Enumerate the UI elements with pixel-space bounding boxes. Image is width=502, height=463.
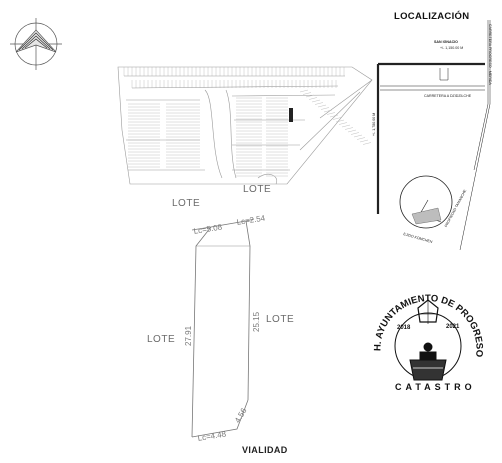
localizacion-title: LOCALIZACIÓN	[394, 11, 470, 22]
lot-line	[299, 89, 309, 93]
lot-line	[332, 117, 342, 120]
north-arrow-icon	[10, 18, 62, 70]
lot-line	[314, 102, 324, 105]
distance-side-label: +/- 1,780.00 M	[372, 112, 376, 136]
lot-line	[335, 119, 345, 123]
lot-line	[302, 92, 312, 95]
lot-line	[356, 137, 366, 140]
lot-line	[362, 142, 372, 145]
lot-line	[347, 129, 357, 133]
lot-line	[338, 122, 348, 125]
lot-line	[341, 124, 351, 128]
location-map	[376, 20, 491, 251]
lote-label-top-left: LOTE	[172, 198, 201, 209]
road-vertical-label: CARRETERA PROGRESO - MERIDA	[488, 24, 492, 85]
lot-line	[353, 134, 363, 138]
catastro-seal-logo	[394, 299, 462, 381]
right-side-dimension: 25.15	[252, 311, 261, 332]
town-label: SAN IGNACIO	[434, 40, 458, 44]
lot-line	[320, 107, 330, 110]
lot-line	[329, 114, 339, 118]
seal-year-right: 2021	[446, 324, 460, 330]
lot-line	[350, 132, 360, 135]
road-horizontal-label: CARRETERA A DZIDZILCHE	[424, 94, 472, 98]
lot-line	[359, 139, 369, 143]
plot-boundary	[191, 218, 255, 438]
lote-label-top-right: LOTE	[243, 184, 272, 195]
lot-line	[311, 99, 321, 103]
distance-top-label: +/- 1,150.00 M	[440, 46, 464, 50]
lote-label-right: LOTE	[266, 314, 295, 325]
seal-year-left: 2018	[397, 325, 411, 331]
lote-label-left: LOTE	[147, 334, 176, 345]
lot-line	[305, 94, 315, 98]
lot-line	[323, 109, 333, 113]
left-side-dimension: 27.91	[184, 325, 193, 346]
lot-line	[308, 97, 318, 100]
seal-catastro-text: CATASTRO	[395, 382, 476, 392]
street-label: VIALIDAD	[242, 445, 288, 455]
lot-line	[344, 127, 354, 130]
lot-line	[326, 112, 336, 115]
lot-line	[317, 104, 327, 108]
subdivision-lots	[123, 67, 372, 177]
highlighted-lot	[289, 108, 293, 122]
